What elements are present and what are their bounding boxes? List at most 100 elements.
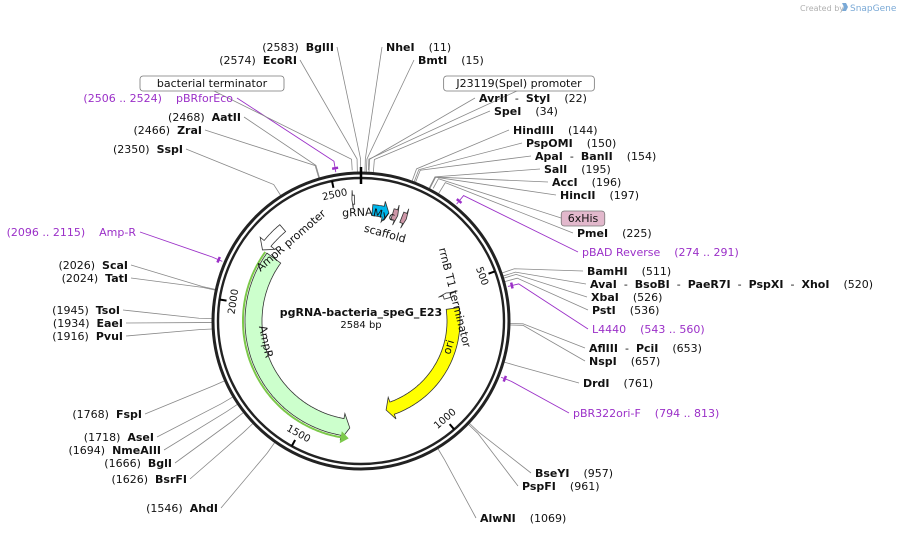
site-gap [573,137,587,150]
site-enzyme: AseI [127,431,154,444]
site-enzyme: AatII [212,111,241,124]
box-label-frame [560,210,606,227]
site-leader-line [469,422,532,474]
primer-label: pBAD Reverse (274 .. 291) [582,246,739,259]
site-gap [183,502,190,515]
site-label: BseYI (957) [535,467,613,480]
snapgene-logo-icon [842,3,848,11]
site-label: (1934) EaeI [53,317,123,330]
site-leader-line [509,323,586,349]
site-position: (2583) [262,41,299,54]
feature-arrow [371,201,390,224]
primer-name: pBRforEco [176,92,233,105]
site-gap [141,457,148,470]
site-position: (150) [587,137,617,150]
site-gap [90,317,97,330]
site-position: (1626) [111,473,148,486]
site-leader-line [437,448,477,519]
site-leader-line [415,155,532,183]
site-separator: - [625,342,629,355]
primer-mark [216,256,221,264]
site-position: (2350) [113,143,150,156]
site-position: (1069) [530,512,567,525]
site-gap [89,304,96,317]
site-position: (1934) [53,317,90,330]
site-label: (2574) EcoRI [219,54,297,67]
site-enzyme: SalI [544,163,567,176]
site-leader-line [189,423,254,480]
site-gap [794,278,801,291]
site-enzyme: AflIII [589,342,618,355]
site-enzyme: StyI [526,92,550,105]
site-leader-line [130,264,216,290]
site-label: AflIII - PciI (653) [589,342,702,355]
site-position: (1694) [69,444,106,457]
feature-arrow [399,208,410,229]
site-separator: - [677,278,681,291]
site-position: (1718) [84,431,121,444]
site-position: (34) [535,105,558,118]
site-position: (195) [581,163,611,176]
site-leader-line [366,59,415,173]
site-leader-line [156,396,234,438]
site-position: (11) [429,41,452,54]
primer-range: (2096 .. 2115) [7,226,86,239]
box-label-frame [139,75,285,92]
primer-label: L4440 (543 .. 560) [592,323,705,336]
tick-mark [219,298,227,302]
site-label: PmeI (225) [577,227,652,240]
site-position: (1945) [52,304,89,317]
site-gap [521,105,535,118]
site-gap [447,54,461,67]
site-position: (197) [610,189,640,202]
feature-arrow [438,291,455,300]
site-gap [629,342,636,355]
site-enzyme: AlwNI [480,512,516,525]
site-enzyme: SspI [157,143,183,156]
box-label: J23119(SpeI) promoter [443,75,595,92]
site-label: (1768) FspI [72,408,142,421]
tick-mark [290,439,296,447]
site-gap [596,189,610,202]
site-label: (1945) TsoI [52,304,120,317]
feature-arrow [259,224,287,251]
site-gap [616,304,630,317]
site-position: (2024) [62,272,99,285]
site-gap [567,163,581,176]
site-gap [256,54,263,67]
site-label: PspOMI (150) [526,137,616,150]
site-enzyme: PvuI [96,330,123,343]
site-label: PstI (536) [592,304,659,317]
site-leader-line [413,142,523,182]
site-leader-line [509,324,586,362]
site-gap [619,291,633,304]
site-label: (1718) AseI [84,431,154,444]
site-position: (511) [642,265,672,278]
primer-leader-line [507,283,589,330]
site-position: (653) [672,342,702,355]
site-enzyme: TsoI [96,304,120,317]
site-label: XbaI (526) [591,291,662,304]
primer-range: (543 .. 560) [640,323,705,336]
site-leader-line [411,129,510,182]
box-leader-line [367,89,520,171]
tick-label: 2500 [321,187,348,203]
site-leader-line [336,46,362,173]
snapgene-logo: SnapGene [842,3,897,14]
site-enzyme: BamHI [587,265,628,278]
features [242,190,461,444]
site-position: (520) [843,278,873,291]
site-gap [608,227,622,240]
site-leader-line [501,268,584,274]
site-gap [550,92,564,105]
box-label-text: 6xHis [568,212,599,225]
site-enzyme: ApaI [535,150,563,163]
feature-label: gRNA [342,206,373,220]
feature-arrow [244,252,351,441]
feature-outline-arc [242,251,349,444]
site-gap [120,431,127,444]
site-gap [569,467,583,480]
site-enzyme: NspI [589,355,617,368]
site-enzyme: BsrFI [155,473,187,486]
box-leader-line [432,178,584,226]
